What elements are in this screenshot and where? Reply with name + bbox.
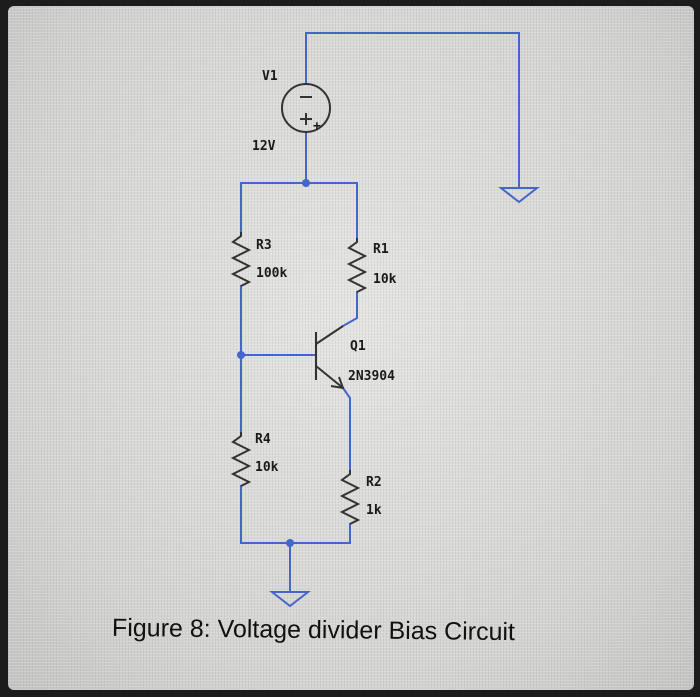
r1-name-label: R1 (373, 242, 389, 257)
source-plus-label: + (313, 119, 321, 134)
r2-name-label: R2 (366, 475, 382, 490)
r3-value-label: 100k (256, 266, 287, 281)
r4-value-label: 10k (255, 460, 279, 475)
circuit-schematic: V1 12V + R3 100k R1 10k R4 10k R2 1k Q1 … (230, 32, 540, 608)
transistor-q1-icon (315, 325, 345, 390)
ground-bottom-icon (269, 591, 311, 608)
r2-value-label: 1k (366, 503, 382, 518)
ground-right-icon (498, 187, 540, 204)
q1-name-label: Q1 (350, 339, 366, 354)
resistor-r1-icon (346, 238, 368, 293)
r1-value-label: 10k (373, 272, 397, 287)
resistor-r2-icon (339, 470, 361, 525)
wire-r1-collector (341, 291, 358, 328)
figure-caption: Figure 8: Voltage divider Bias Circuit (111, 613, 516, 647)
junction-base (237, 351, 245, 359)
source-name-label: V1 (262, 69, 278, 84)
q1-model-label: 2N3904 (348, 369, 395, 384)
wire-top-loop (305, 32, 520, 189)
wire-emitter-r2 (341, 386, 351, 471)
resistor-r3-icon (230, 232, 252, 287)
schematic-screen: V1 12V + R3 100k R1 10k R4 10k R2 1k Q1 … (8, 6, 694, 690)
resistor-r4-icon (230, 432, 252, 487)
r3-name-label: R3 (256, 238, 272, 253)
r4-name-label: R4 (255, 432, 271, 447)
source-value-label: 12V (252, 139, 276, 154)
junction-bottom (286, 539, 294, 547)
junction-top (302, 179, 310, 187)
voltage-source-v1 (281, 83, 331, 133)
